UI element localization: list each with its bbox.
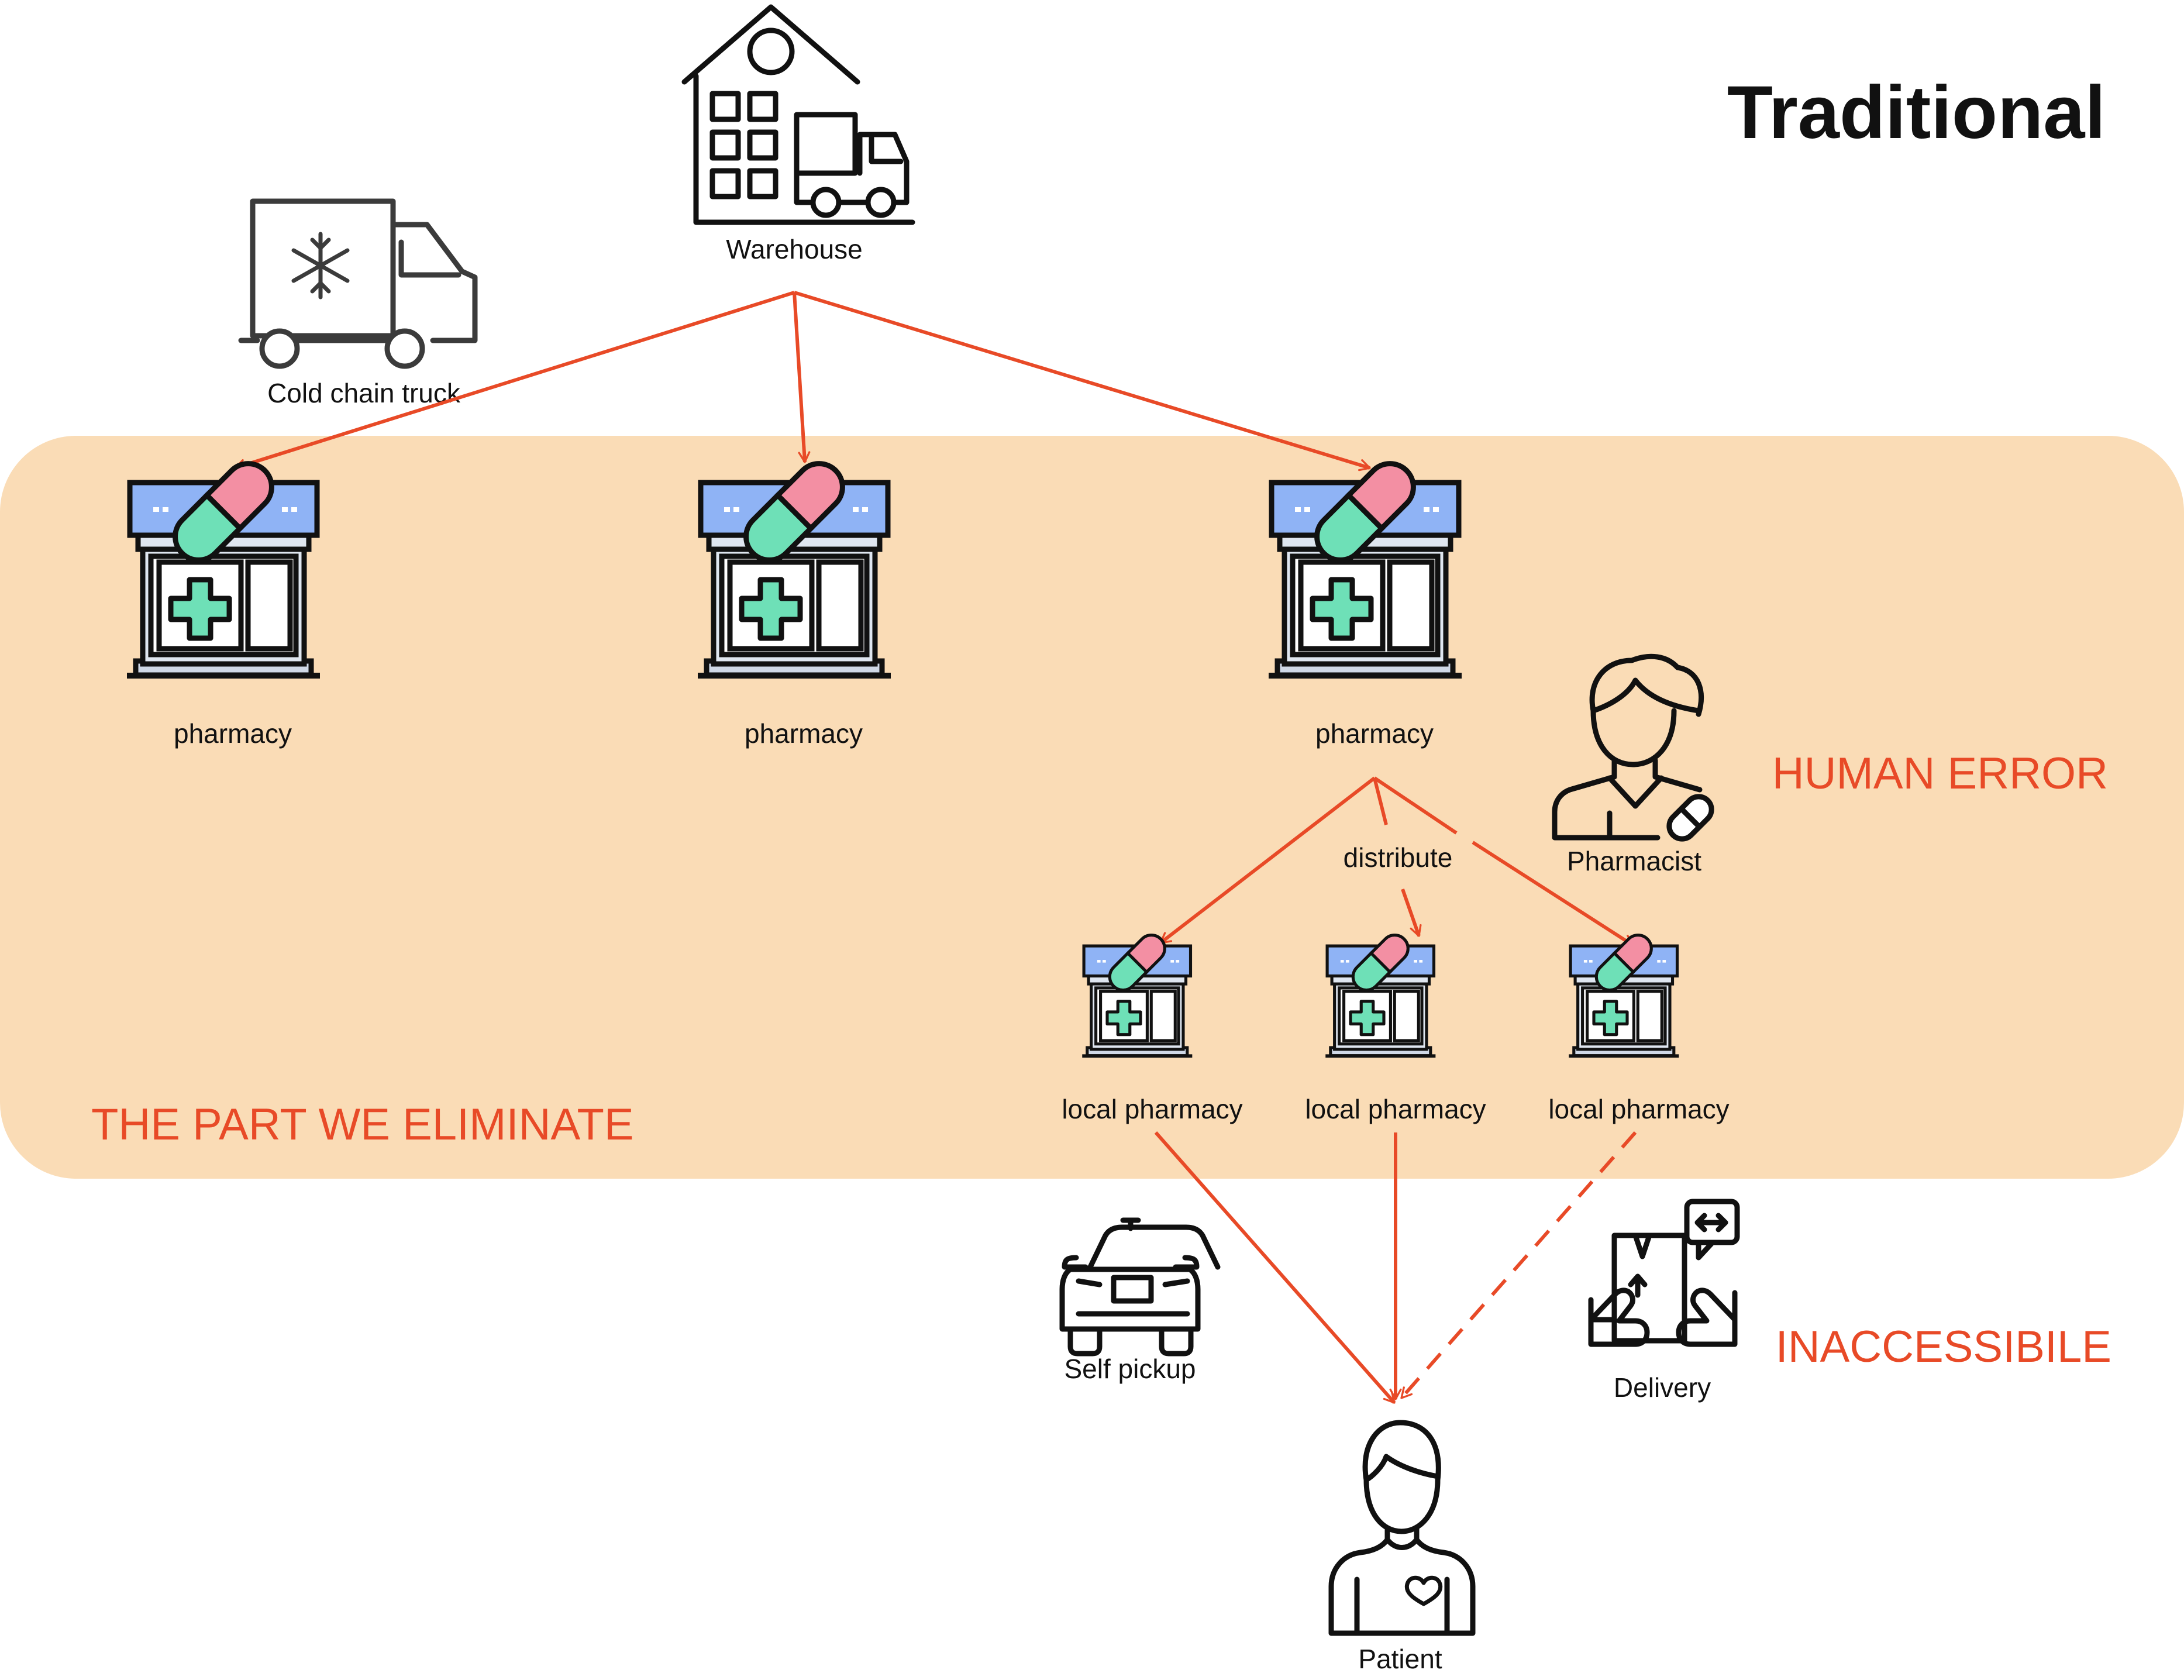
warehouse-icon xyxy=(681,4,915,225)
delivery-icon xyxy=(1588,1199,1740,1347)
edge-warehouse-pharmacy-3 xyxy=(794,291,1371,471)
inaccessible-callout: INACCESSIBILE xyxy=(1776,1322,2111,1372)
pharmacy-1-icon xyxy=(127,454,320,679)
edge-pharmacy-3-local-2 xyxy=(1373,777,1388,825)
edge-warehouse-pharmacy-2 xyxy=(793,292,811,463)
warehouse-edges xyxy=(234,291,1371,471)
pharmacist-icon xyxy=(1552,653,1714,842)
pharmacist-label: Pharmacist xyxy=(1567,846,1701,876)
patient-icon xyxy=(1328,1420,1476,1636)
distribute-edges xyxy=(1159,776,1634,947)
edge-pharmacy-3-local-1 xyxy=(1159,776,1376,945)
distribute-label: distribute xyxy=(1344,842,1453,873)
local-pharmacy-3-icon xyxy=(1569,929,1679,1058)
edge-local-3-patient xyxy=(1400,1131,1637,1399)
patient-edges xyxy=(1154,1131,1637,1404)
local-pharmacy-2-icon xyxy=(1325,929,1435,1058)
patient-label: Patient xyxy=(1358,1644,1442,1674)
edge-local-1-patient xyxy=(1154,1131,1396,1404)
edge-warehouse-pharmacy-1 xyxy=(234,291,795,471)
page-title: Traditional xyxy=(1727,71,2106,154)
pharmacy-3-icon xyxy=(1269,454,1462,679)
pharmacy-2-label: pharmacy xyxy=(745,718,863,749)
local-pharmacy-1-label: local pharmacy xyxy=(1062,1094,1242,1124)
local-pharmacy-2-label: local pharmacy xyxy=(1305,1094,1486,1124)
delivery-label: Delivery xyxy=(1614,1372,1711,1403)
car-icon xyxy=(1059,1217,1221,1357)
warehouse-label: Warehouse xyxy=(726,234,863,264)
eliminate-band xyxy=(0,436,2184,1179)
self-pickup-label: Self pickup xyxy=(1064,1354,1196,1384)
cold-chain-truck-label: Cold chain truck xyxy=(267,378,461,408)
local-pharmacy-3-label: local pharmacy xyxy=(1548,1094,1729,1124)
local-pharmacy-1-icon xyxy=(1082,929,1192,1058)
human-error-callout: HUMAN ERROR xyxy=(1772,749,2108,798)
eliminate-callout: THE PART WE ELIMINATE xyxy=(91,1100,634,1149)
edge-pharmacy-3-local-3 xyxy=(1373,776,1458,835)
cold-chain-truck-icon xyxy=(238,198,478,369)
pharmacy-3-label: pharmacy xyxy=(1315,718,1434,749)
pharmacy-1-label: pharmacy xyxy=(174,718,292,749)
pharmacy-2-icon xyxy=(698,454,891,679)
